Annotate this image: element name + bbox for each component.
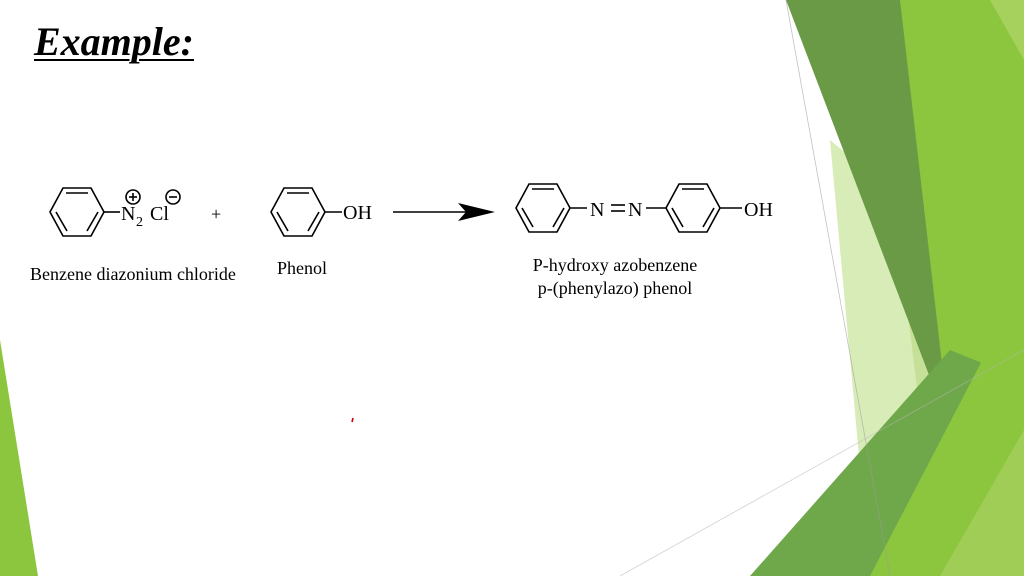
diazonium-n-label: N — [121, 203, 135, 225]
reactant1-caption: Benzene diazonium chloride — [30, 264, 236, 284]
azo-n1-label: N — [590, 199, 604, 221]
negative-charge-circle — [165, 189, 181, 205]
benzene-ring-product-left — [515, 183, 571, 233]
product-oh-label: OH — [744, 199, 773, 221]
right-mid-shape-2 — [990, 0, 1024, 60]
right-lower-light — [940, 430, 1024, 576]
slide-title: Example: — [34, 19, 194, 64]
positive-charge-circle — [125, 189, 141, 205]
accent-line-2 — [619, 349, 1024, 576]
left-green-shape — [0, 340, 38, 576]
product-caption-line1: P-hydroxy azobenzene — [532, 255, 698, 275]
chloride-label: Cl — [150, 203, 169, 225]
product-caption-line2: p-(phenylazo) phenol — [537, 278, 693, 298]
benzene-ring-product-right — [665, 183, 721, 233]
phenol-oh-label: OH — [343, 202, 372, 224]
red-mark — [351, 417, 354, 423]
reaction-arrow-head — [458, 203, 495, 221]
right-dark-band — [786, 0, 950, 430]
benzene-ring-diazonium — [49, 187, 105, 237]
diazonium-subscript: 2 — [136, 215, 143, 230]
benzene-ring-phenol — [270, 187, 326, 237]
plus-sign: + — [211, 204, 221, 224]
azo-n2-label: N — [628, 199, 642, 221]
accent-line-1 — [785, 0, 891, 576]
product-caption: P-hydroxy azobenzene p-(phenylazo) pheno… — [510, 254, 720, 300]
reactant2-caption: Phenol — [277, 258, 328, 278]
